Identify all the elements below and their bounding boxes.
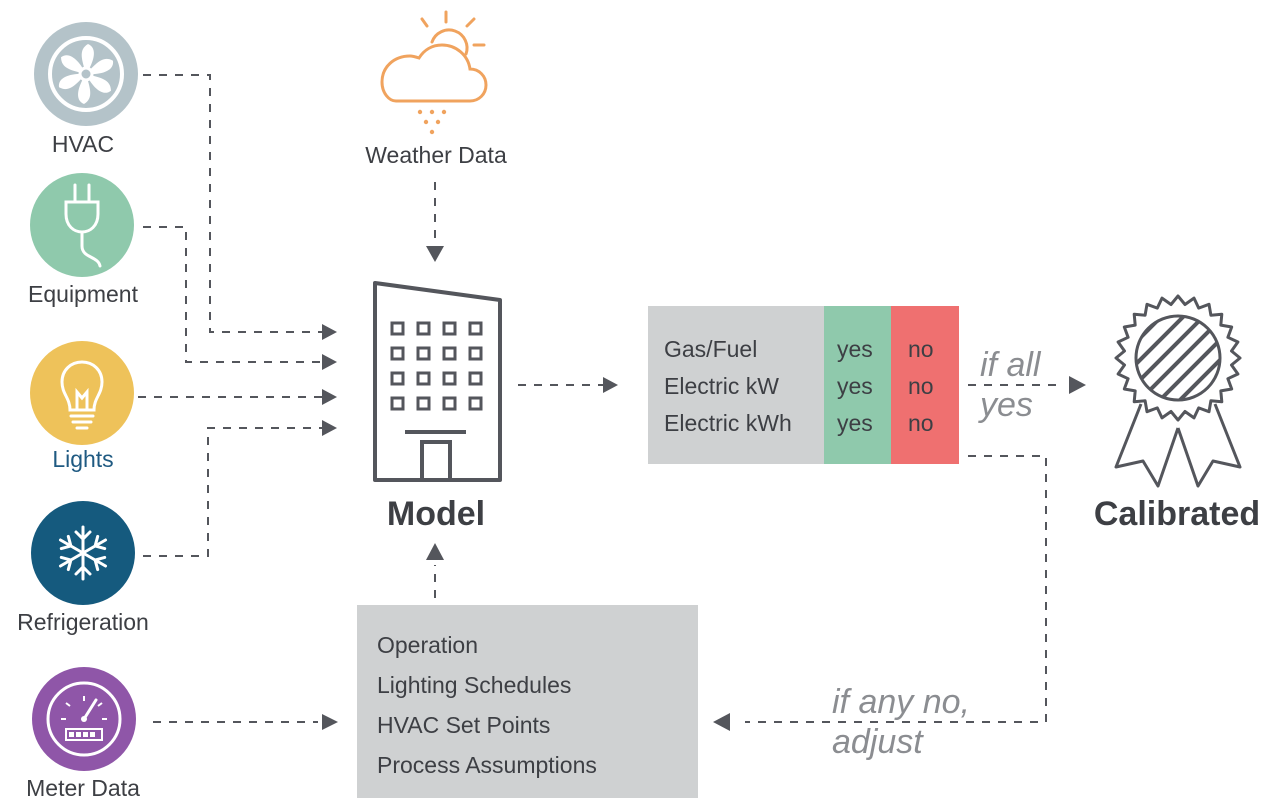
assumption-item: Operation [377,632,479,658]
arrowhead [322,389,337,405]
hvac-label: HVAC [51,131,115,157]
refrigeration-connector [143,427,322,557]
no-cell: no [908,336,934,362]
assumptions-box: Operation Lighting Schedules HVAC Set Po… [357,605,698,798]
refrigeration-label: Refrigeration [17,609,149,635]
condition-line: yes [980,386,1033,424]
yes-cell: yes [837,410,873,436]
metric-name-column: Gas/Fuel Electric kW Electric kWh [648,306,824,464]
arrowhead [426,543,444,560]
metric-name: Electric kWh [664,410,792,436]
arrowhead [322,324,337,340]
no-cell: no [908,410,934,436]
arrowhead [322,714,338,730]
arrowhead [713,713,730,731]
assumption-item: Process Assumptions [377,752,597,778]
lightbulb-icon [30,341,134,445]
condition-line: if all [980,346,1041,384]
snowflake-icon [31,501,135,605]
arrowhead [603,377,618,393]
condition-line: adjust [832,723,923,761]
model-label: Model [386,495,486,533]
equipment-connector [143,226,322,363]
arrowhead [426,246,444,262]
any-no-connector [745,455,1047,723]
yes-column: yes yes yes [824,306,891,464]
no-cell: no [908,373,934,399]
calibrated-badge-icon [1114,294,1242,488]
arrowhead [1069,376,1086,394]
equipment-label: Equipment [28,281,138,307]
assumption-item: HVAC Set Points [377,712,551,738]
meter-gauge-icon [32,667,136,771]
plug-icon [30,173,134,277]
calibrated-label: Calibrated [1093,495,1261,533]
metric-name: Electric kW [664,373,779,399]
calibration-metrics-table: Gas/Fuel Electric kW Electric kWh yes ye… [648,306,959,464]
weather-cloud-icon [380,10,488,135]
if-any-no-label: if any no, adjust [832,682,970,762]
lights-label: Lights [52,446,114,472]
if-all-yes-label: if all yes [980,345,1040,425]
no-column: no no no [891,306,959,464]
hvac-fan-icon [34,22,138,126]
arrowhead [322,354,337,370]
yes-cell: yes [837,336,873,362]
building-icon [373,281,502,482]
meter-data-label: Meter Data [26,775,140,801]
condition-line: if any no, [832,683,970,721]
assumption-item: Lighting Schedules [377,672,572,698]
hvac-connector [143,74,322,333]
weather-data-label: Weather Data [365,142,507,168]
yes-cell: yes [837,373,873,399]
metric-name: Gas/Fuel [664,336,758,362]
arrowhead [322,420,337,436]
